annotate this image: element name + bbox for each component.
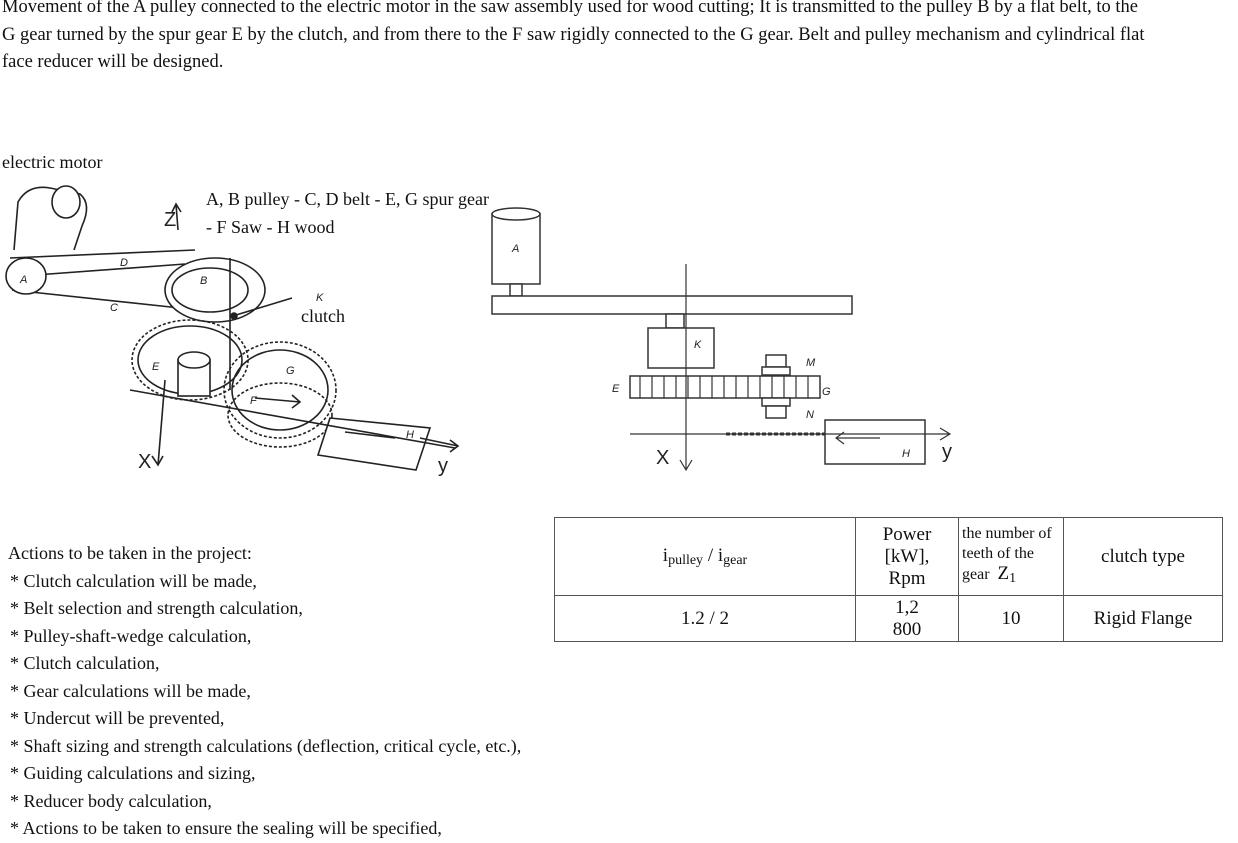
ratio-sub-gear: gear bbox=[723, 552, 748, 568]
fig1-letter-g: G bbox=[286, 365, 295, 377]
list-item: * Guiding calculations and sizing, bbox=[10, 763, 256, 783]
ratio-symbol-i-2: i bbox=[717, 544, 724, 566]
fig1-letter-e: E bbox=[152, 361, 160, 373]
fig1-letter-d: D bbox=[120, 257, 128, 269]
fig1-axis-x: X bbox=[138, 451, 151, 473]
actions-section: Actions to be taken in the project: * Cl… bbox=[8, 540, 521, 843]
legend-line-2: - F Saw - H wood bbox=[206, 217, 335, 237]
list-item: * Gear calculations will be made, bbox=[10, 680, 251, 701]
fig2-letter-m: M bbox=[806, 357, 816, 369]
teeth-header-line3: gear Z1 bbox=[959, 564, 1063, 589]
actions-heading: Actions to be taken in the project: bbox=[8, 543, 252, 563]
teeth-symbol-sub: 1 bbox=[1009, 571, 1017, 586]
fig2-letter-n: N bbox=[806, 409, 814, 421]
power-header-line3: Rpm bbox=[888, 567, 926, 589]
ratio-header-cell: ipulley / igear bbox=[554, 517, 856, 596]
fig1-letter-k: K bbox=[316, 292, 324, 304]
teeth-header-cell: the number of teeth of the gear Z1 bbox=[958, 517, 1064, 596]
ratio-value-cell: 1.2 / 2 bbox=[554, 595, 856, 642]
fig1-letter-f: F bbox=[250, 395, 258, 407]
fig1-letter-h: H bbox=[406, 429, 414, 441]
teeth-header-line1: the number of bbox=[962, 525, 1052, 542]
intro-paragraph: Movement of the A pulley connected to th… bbox=[2, 0, 1145, 72]
fig1-letter-a: A bbox=[19, 274, 27, 286]
teeth-header-line2: teeth of the bbox=[962, 545, 1034, 562]
power-header-cell: Power [kW], Rpm bbox=[855, 517, 959, 596]
fig1-axis-z: Z bbox=[164, 209, 176, 231]
power-value-cell: 1,2 800 bbox=[855, 595, 959, 642]
teeth-value-cell: 10 bbox=[958, 595, 1064, 642]
fig2-letter-a: A bbox=[511, 243, 519, 255]
list-item: * Clutch calculation will be made, bbox=[10, 570, 257, 591]
fig1-letter-c: C bbox=[110, 302, 118, 314]
actions-list: * Clutch calculation will be made, * Bel… bbox=[8, 568, 521, 843]
table-header-row: ipulley / igear Power [kW], Rpm the numb… bbox=[554, 517, 1223, 596]
rpm-value: 800 bbox=[892, 618, 922, 640]
ratio-sub-pulley: pulley bbox=[668, 552, 704, 568]
clutch-header-cell: clutch type bbox=[1063, 517, 1223, 596]
power-value: 1,2 bbox=[895, 596, 919, 618]
fig2-axis-y: y bbox=[942, 441, 952, 463]
power-header-line1: Power bbox=[882, 523, 932, 545]
fig2-axis-x: X bbox=[656, 447, 669, 469]
saw-assembly-schematic-figure: A K M N E G H X y bbox=[491, 207, 952, 472]
parameters-table: ipulley / igear Power [kW], Rpm the numb… bbox=[554, 517, 1223, 642]
teeth-header-gear-word: gear bbox=[962, 566, 990, 583]
clutch-label: clutch bbox=[301, 306, 345, 326]
list-item: * Shaft sizing and strength calculations… bbox=[10, 735, 522, 756]
ratio-symbol-i: i bbox=[662, 544, 669, 566]
fig2-letter-e: E bbox=[612, 383, 620, 395]
list-item: * Pulley-shaft-wedge calculation, bbox=[10, 625, 252, 646]
table-row: 1.2 / 2 1,2 800 10 Rigid Flange bbox=[554, 595, 1223, 642]
list-item: * Actions to be taken to ensure the seal… bbox=[10, 818, 442, 838]
power-header-line2: [kW], bbox=[884, 545, 930, 567]
clutch-value-cell: Rigid Flange bbox=[1063, 595, 1223, 642]
fig2-letter-k: K bbox=[694, 339, 702, 351]
list-item: * Belt selection and strength calculatio… bbox=[10, 598, 303, 618]
teeth-symbol: Z bbox=[997, 563, 1010, 584]
ratio-separator: / bbox=[703, 544, 718, 566]
legend-line-1: A, B pulley - C, D belt - E, G spur gear bbox=[206, 189, 489, 209]
electric-motor-label: electric motor bbox=[2, 152, 103, 172]
list-item: * Clutch calculation, bbox=[10, 653, 160, 673]
fig2-letter-h: H bbox=[902, 448, 910, 460]
saw-assembly-perspective-figure: A B C D E F G H K Z X y bbox=[5, 185, 460, 477]
fig2-letter-g: G bbox=[822, 386, 831, 398]
fig1-axis-y: y bbox=[438, 455, 448, 477]
list-item: * Reducer body calculation, bbox=[10, 790, 212, 811]
list-item: * Undercut will be prevented, bbox=[10, 708, 225, 728]
fig1-letter-b: B bbox=[200, 275, 207, 287]
